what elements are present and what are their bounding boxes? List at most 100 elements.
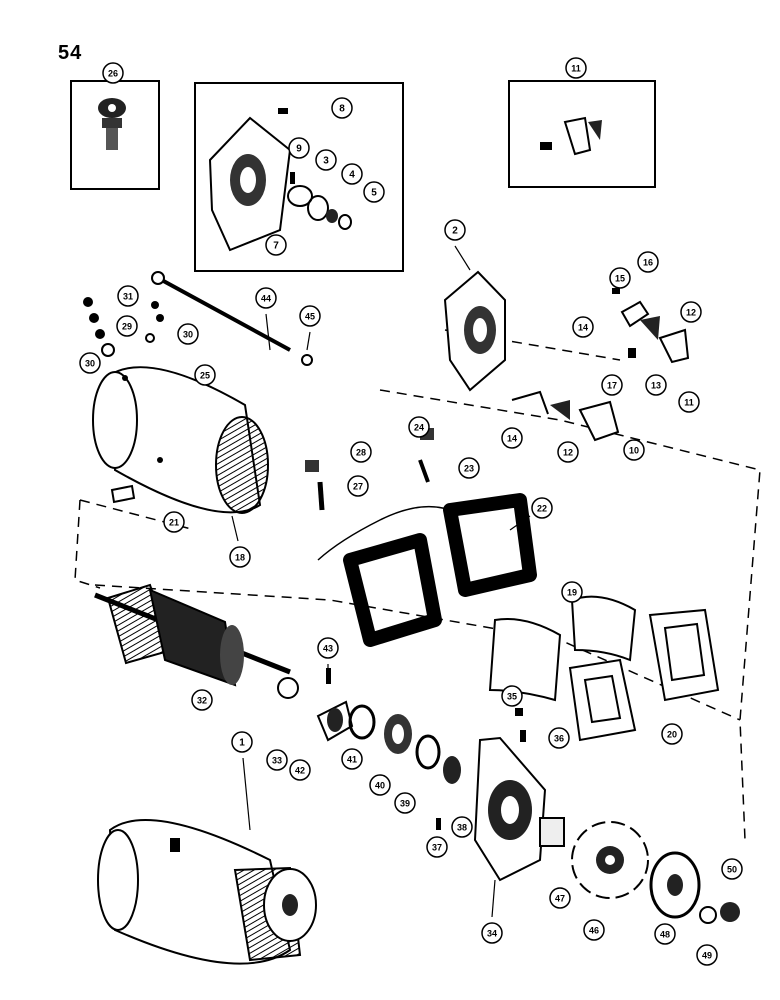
callout-34: 34: [481, 922, 503, 944]
leader-line-1: [242, 757, 251, 831]
callout-number: 39: [400, 799, 410, 809]
callout-46: 46: [583, 919, 605, 941]
leader-lines: [231, 245, 531, 918]
callout-20: 20: [661, 723, 683, 745]
callout-28: 28: [350, 441, 372, 463]
callout-29: 29: [116, 315, 138, 337]
callout-number: 41: [347, 755, 357, 765]
callout-32: 32: [191, 689, 213, 711]
callout-number: 50: [727, 865, 737, 875]
callout-number: 43: [323, 644, 333, 654]
callout-27: 27: [347, 475, 369, 497]
callout-number: 19: [567, 588, 577, 598]
callout-number: 1: [239, 738, 245, 749]
callout-36: 36: [548, 727, 570, 749]
callout-number: 49: [702, 951, 712, 961]
callout-number: 9: [296, 144, 302, 155]
callout-1: 1: [231, 731, 253, 753]
part-34-drive-end-frame: [436, 708, 547, 882]
callout-31: 31: [117, 285, 139, 307]
part-2-end-plate: [443, 270, 506, 392]
callout-number: 3: [323, 156, 329, 167]
callout-number: 11: [684, 398, 694, 408]
callout-number: 2: [452, 226, 458, 237]
callout-number: 10: [629, 446, 639, 456]
part-44-thru-bolt: [151, 271, 313, 366]
callout-number: 31: [123, 292, 133, 302]
callout-number: 46: [589, 926, 599, 936]
callout-39: 39: [394, 792, 416, 814]
callout-number: 4: [349, 170, 355, 181]
callout-number: 11: [571, 64, 581, 74]
callout-layer: 1234578910111112121314141516171819202122…: [79, 57, 743, 966]
leader-line-22: [509, 515, 531, 531]
callout-number: 21: [169, 518, 179, 528]
callout-number: 20: [667, 730, 677, 740]
callout-number: 47: [555, 894, 565, 904]
callout-7: 7: [265, 234, 287, 256]
callout-50: 50: [721, 858, 743, 880]
callout-47: 47: [549, 887, 571, 909]
callout-12: 12: [680, 301, 702, 323]
leader-line-44: [265, 313, 271, 351]
callout-number: 23: [464, 464, 474, 474]
callout-12: 12: [557, 441, 579, 463]
callout-number: 7: [273, 241, 279, 252]
callout-42: 42: [289, 759, 311, 781]
callout-number: 27: [353, 482, 363, 492]
callout-49: 49: [696, 944, 718, 966]
callout-14: 14: [572, 316, 594, 338]
callout-22: 22: [531, 497, 553, 519]
callout-18: 18: [229, 546, 251, 568]
callout-17: 17: [601, 374, 623, 396]
callout-number: 26: [108, 69, 118, 79]
callout-number: 29: [122, 322, 132, 332]
callout-8: 8: [331, 97, 353, 119]
callout-number: 22: [537, 504, 547, 514]
callout-40: 40: [369, 774, 391, 796]
callout-11: 11: [678, 391, 700, 413]
callout-4: 4: [341, 163, 363, 185]
page-number: 54: [58, 42, 83, 64]
callout-37: 37: [426, 836, 448, 858]
inset-bearing-plate-parts: [208, 108, 352, 252]
callout-33: 33: [266, 749, 288, 771]
callout-number: 25: [200, 371, 210, 381]
callout-35: 35: [501, 685, 523, 707]
callout-number: 37: [432, 843, 442, 853]
callout-45: 45: [299, 305, 321, 327]
parts-19-20-pole-shoes: [488, 595, 720, 742]
callout-43: 43: [317, 637, 339, 659]
callout-number: 35: [507, 692, 517, 702]
callout-number: 30: [85, 359, 95, 369]
callout-24: 24: [408, 416, 430, 438]
callout-number: 12: [686, 308, 696, 318]
part-26-fuse-holder: [98, 98, 126, 150]
callout-number: 45: [305, 312, 315, 322]
callout-number: 36: [554, 734, 564, 744]
callout-25: 25: [194, 364, 216, 386]
callout-38: 38: [451, 816, 473, 838]
part-32-armature: [94, 583, 291, 687]
part-22-field-coils: [317, 493, 537, 647]
callout-number: 40: [375, 781, 385, 791]
drive-parts-46-51: [539, 817, 740, 924]
part-11-terminal-bracket: [540, 116, 602, 156]
callout-number: 15: [615, 274, 625, 284]
callout-3: 3: [315, 149, 337, 171]
callout-13: 13: [645, 374, 667, 396]
callout-11: 11: [565, 57, 587, 79]
callout-41: 41: [341, 748, 363, 770]
callout-30: 30: [79, 352, 101, 374]
parts-29-31-washers: [83, 297, 164, 357]
bearing-stack: [277, 668, 461, 784]
callout-9: 9: [288, 137, 310, 159]
callout-number: 32: [197, 696, 207, 706]
callout-48: 48: [654, 923, 676, 945]
leader-line-34: [491, 879, 496, 918]
leader-line-2: [454, 245, 471, 271]
callout-number: 16: [643, 258, 653, 268]
part-18-field-frame: [92, 366, 269, 514]
